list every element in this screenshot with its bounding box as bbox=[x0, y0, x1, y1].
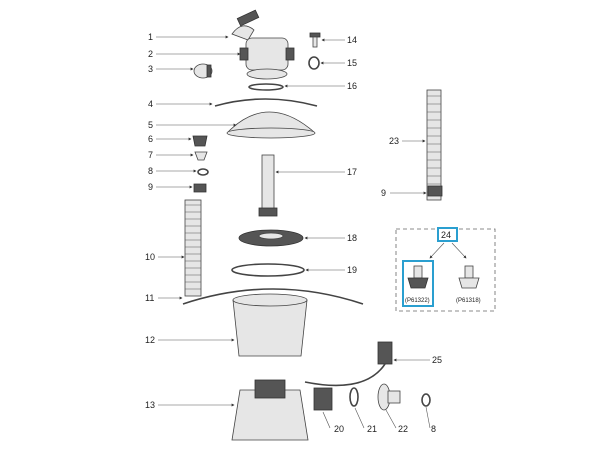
part-number-a: (P61322) bbox=[405, 298, 430, 304]
callout-6: 6 bbox=[148, 134, 153, 144]
part-9-fitting bbox=[193, 183, 207, 193]
part-13-pump-base bbox=[231, 379, 309, 441]
callout-5: 5 bbox=[148, 120, 153, 130]
callout-15: 15 bbox=[347, 58, 357, 68]
part-1-handle bbox=[231, 9, 260, 41]
callout-18: 18 bbox=[347, 233, 357, 243]
part-11-clamp bbox=[182, 288, 364, 305]
callout-22: 22 bbox=[398, 424, 408, 434]
part-10-hose bbox=[184, 199, 202, 297]
part-15-oring bbox=[308, 56, 320, 70]
callout-20: 20 bbox=[334, 424, 344, 434]
part-2-multiport-valve bbox=[239, 37, 295, 80]
callouts-right: 14 15 16 17 18 19 23 9 25 bbox=[275, 35, 442, 365]
callout-25: 25 bbox=[432, 355, 442, 365]
part-14-drain-plug bbox=[309, 32, 321, 48]
callout-4: 4 bbox=[148, 99, 153, 109]
callout-8-bottom: 8 bbox=[431, 424, 436, 434]
callout-23: 23 bbox=[389, 136, 399, 146]
callout-1: 1 bbox=[148, 32, 153, 42]
inset-part-24: 24 (P61322) (P61318) bbox=[395, 227, 496, 312]
callout-14: 14 bbox=[347, 35, 357, 45]
part-6-air-release bbox=[192, 135, 208, 147]
part-17-standpipe bbox=[258, 154, 278, 217]
part-20-strainer bbox=[313, 387, 333, 411]
callout-2: 2 bbox=[148, 49, 153, 59]
callout-24: 24 bbox=[441, 230, 451, 240]
part-21-oring bbox=[349, 387, 359, 407]
callout-10: 10 bbox=[145, 252, 155, 262]
part-25-power-cord bbox=[304, 341, 393, 387]
part-16-oring bbox=[248, 83, 284, 91]
callout-3: 3 bbox=[148, 64, 153, 74]
part-8-oring-bottom bbox=[421, 393, 431, 407]
callout-12: 12 bbox=[145, 335, 155, 345]
part-18-grid bbox=[238, 229, 304, 247]
callout-8: 8 bbox=[148, 166, 153, 176]
part-3-cap bbox=[193, 63, 213, 79]
part-19-oring bbox=[231, 263, 305, 277]
callout-17: 17 bbox=[347, 167, 357, 177]
callout-11: 11 bbox=[145, 293, 154, 303]
part-9-fitting-right bbox=[427, 185, 443, 197]
callout-19: 19 bbox=[347, 265, 357, 275]
part-24-option-a bbox=[407, 265, 429, 289]
part-22-connector bbox=[377, 383, 401, 411]
callout-13: 13 bbox=[145, 400, 155, 410]
callout-16: 16 bbox=[347, 81, 357, 91]
callout-7: 7 bbox=[148, 150, 153, 160]
callout-9: 9 bbox=[148, 182, 153, 192]
callout-9-right: 9 bbox=[381, 188, 386, 198]
callout-21: 21 bbox=[367, 424, 377, 434]
part-5-filter-lid bbox=[226, 111, 316, 139]
part-4-clamp bbox=[214, 98, 318, 107]
callouts-bottom: 20 21 22 8 bbox=[322, 406, 436, 434]
part-12-tank bbox=[232, 293, 308, 357]
part-7-gauge bbox=[194, 151, 208, 161]
part-number-b: (P61318) bbox=[456, 298, 481, 304]
part-23-hose bbox=[426, 89, 442, 201]
part-24-option-b bbox=[458, 265, 480, 289]
part-8-oring bbox=[197, 168, 209, 176]
callouts-left: 1 2 3 4 5 6 7 8 9 10 11 12 13 bbox=[145, 32, 241, 410]
